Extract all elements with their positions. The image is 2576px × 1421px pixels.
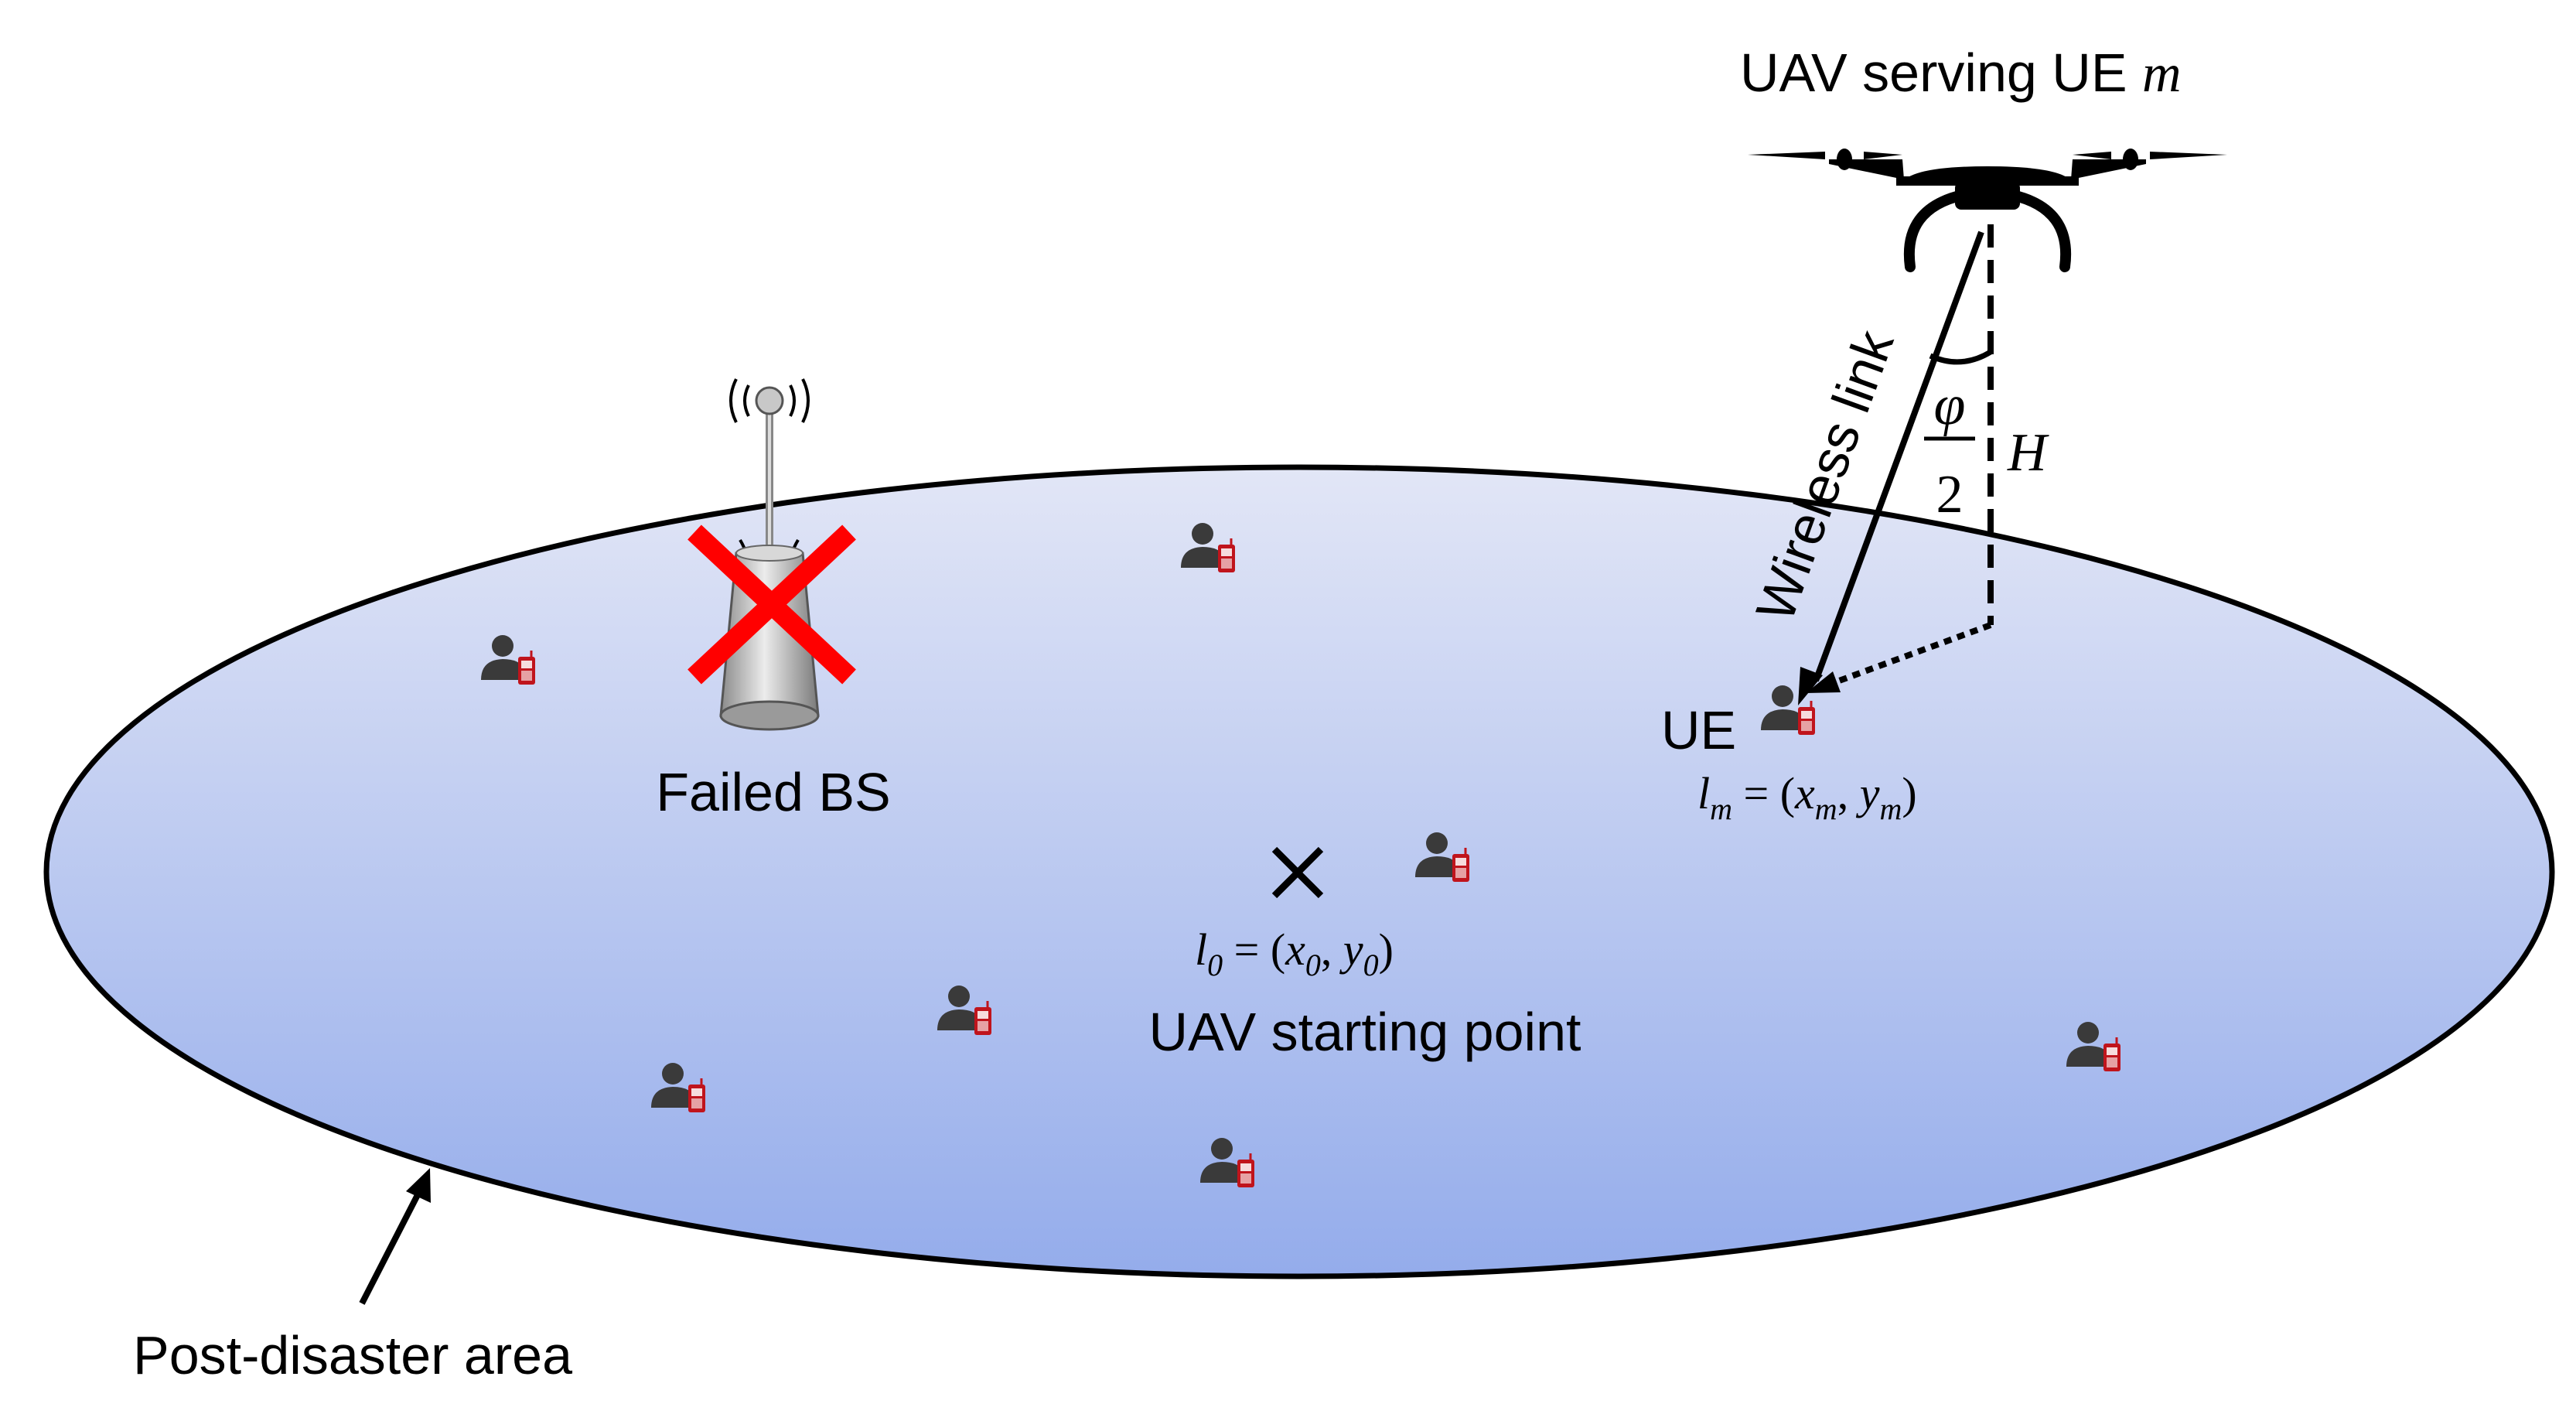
ue-m-loc-label: lm = (xm, ym) [1697, 768, 1917, 826]
wireless-link-arrow [1798, 231, 1984, 705]
failed-bs-label: Failed BS [656, 762, 890, 822]
ground-projection-arrow [1806, 622, 1992, 693]
svg-text:lm = (xm, ym): lm = (xm, ym) [1697, 768, 1917, 826]
start-loc-label: l0 = (x0, y0) [1195, 924, 1394, 982]
antenna-signal-icon [729, 378, 810, 423]
red-x-icon [688, 524, 856, 685]
drone-icon [1748, 149, 2227, 272]
svg-text:l0 = (x0, y0): l0 = (x0, y0) [1195, 924, 1394, 982]
angle-arc [1929, 349, 1992, 365]
angle-label: φ 2 [1924, 374, 1975, 524]
height-label: H [2007, 423, 2049, 483]
ue-label: UE [1661, 700, 1736, 760]
svg-text:φ: φ [1934, 374, 1966, 437]
area-pointer-arrow [359, 1168, 431, 1305]
x-mark-icon [1271, 846, 1324, 899]
start-point-label: UAV starting point [1149, 1002, 1581, 1062]
area-label: Post-disaster area [133, 1325, 572, 1385]
svg-text:UAV serving UE m: UAV serving UE m [1740, 43, 2182, 104]
uav-title: UAV serving UE m [1740, 43, 2182, 104]
svg-text:2: 2 [1936, 465, 1964, 524]
